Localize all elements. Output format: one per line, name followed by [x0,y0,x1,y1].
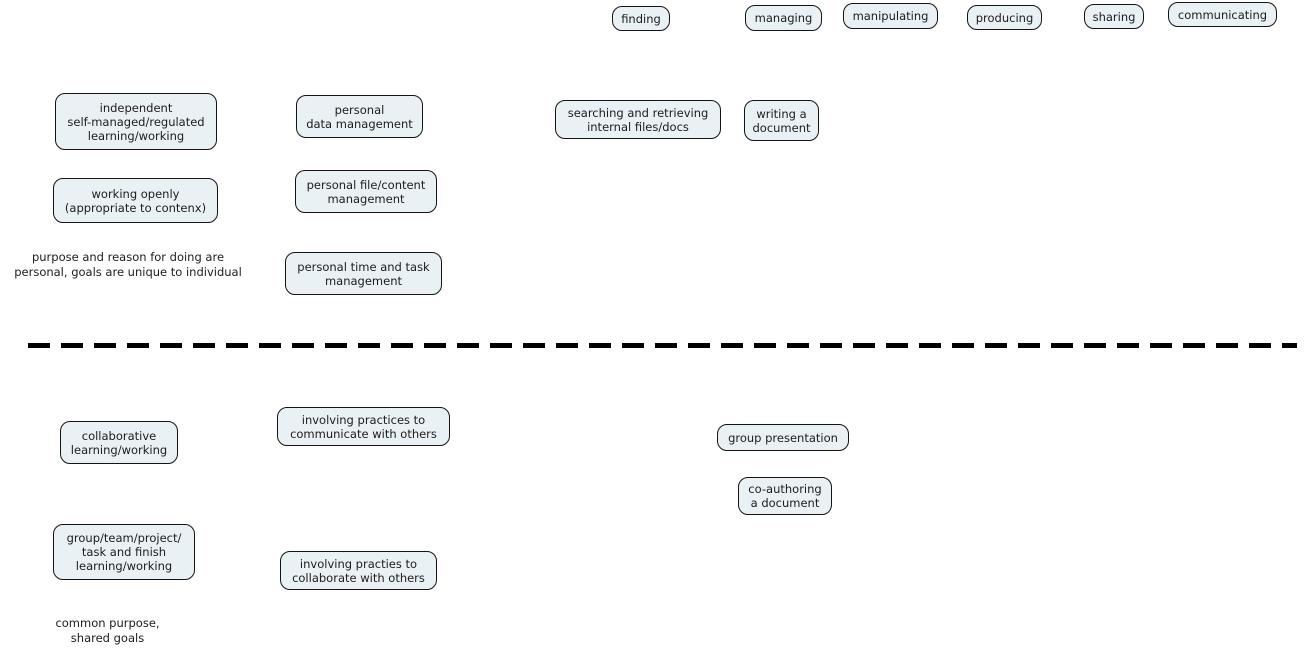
node-coauthoring-document: co-authoring a document [738,477,832,515]
node-writing-document: writing a document [744,100,819,141]
node-communicating: communicating [1168,2,1277,27]
node-group-team-learning: group/team/project/ task and finish lear… [53,524,195,580]
section-divider-dashed-line [28,343,1297,348]
node-group-presentation: group presentation [717,424,849,451]
node-searching-retrieving: searching and retrieving internal files/… [555,100,721,139]
node-managing: managing [745,5,822,31]
node-manipulating: manipulating [843,3,938,29]
node-producing: producing [967,5,1042,30]
node-personal-file-management: personal file/content management [295,170,437,213]
node-working-openly: working openly (appropriate to contenx) [53,178,218,223]
node-independent-learning: independent self-managed/regulated learn… [55,93,217,150]
node-collaborative-learning: collaborative learning/working [60,421,178,464]
node-personal-time-task-management: personal time and task management [285,252,442,295]
node-collaborate-practices: involving practies to collaborate with o… [280,551,437,590]
note-personal-purpose: purpose and reason for doing are persona… [14,250,242,279]
note-common-purpose: common purpose, shared goals [55,616,160,645]
node-communicate-practices: involving practices to communicate with … [277,407,450,446]
node-sharing: sharing [1084,4,1144,29]
node-finding: finding [612,6,670,31]
node-personal-data-management: personal data management [296,95,423,138]
